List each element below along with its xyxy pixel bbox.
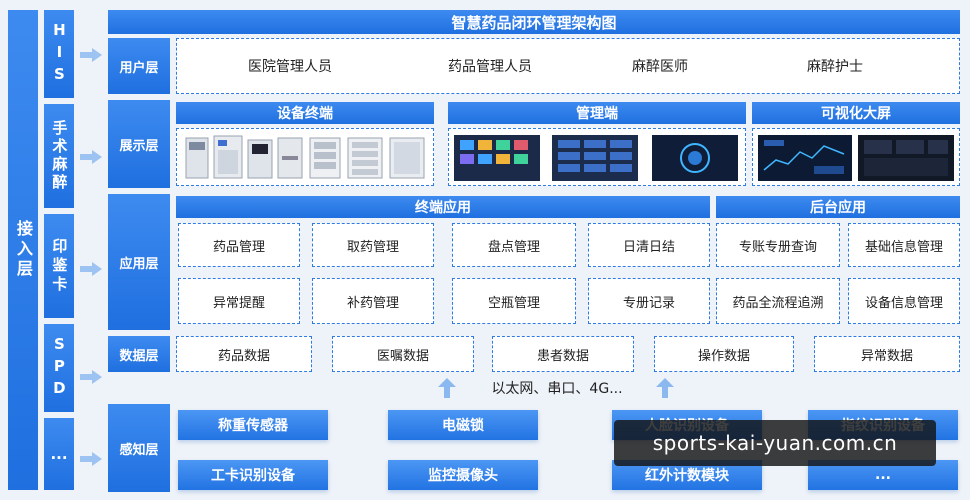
sensor-item: 工卡识别设备 [178,460,328,490]
management-screens-image [454,135,738,181]
layer-app-label: 应用层 [119,256,159,272]
layer-app: 应用层 [108,194,170,330]
system-his: HIS [44,10,74,98]
layer-display-label: 展示层 [119,138,159,154]
data-item: 患者数据 [492,336,634,372]
sensor-item: 称重传感器 [178,410,328,440]
display-header-devices: 设备终端 [176,102,434,124]
app-item: 药品管理 [178,223,300,267]
layer-user: 用户层 [108,38,170,94]
up-arrow-icon [656,378,674,398]
app-header-backend-label: 后台应用 [810,200,866,216]
user-item: 医院管理人员 [248,59,332,75]
app-item: 基础信息管理 [848,223,960,267]
layer-data: 数据层 [108,336,170,372]
access-layer: 接入层 [8,10,38,490]
diagram-title: 智慧药品闭环管理架构图 [451,13,617,32]
app-item: 专账专册查询 [716,223,840,267]
layer-perception-label: 感知层 [119,442,159,458]
up-arrow-icon [438,378,456,398]
device-terminal-images [176,128,434,186]
title-bar: 智慧药品闭环管理架构图 [108,10,960,34]
sensor-item: 监控摄像头 [388,460,538,490]
chevron-right-icon [80,452,102,466]
layer-display: 展示层 [108,100,170,188]
system-more-label: ... [50,444,68,463]
display-header-bigscreen: 可视化大屏 [752,102,960,124]
system-anesthesia: 手术麻醉 [44,104,74,208]
app-header-terminal: 终端应用 [176,196,710,218]
display-header-management-label: 管理端 [576,106,618,122]
system-seal-card: 印鉴卡 [44,214,74,318]
bigscreen-images [752,128,960,186]
user-item: 药品管理人员 [448,59,532,75]
bigscreen-image [758,135,954,181]
app-item: 空瓶管理 [452,278,576,324]
display-header-bigscreen-label: 可视化大屏 [821,106,891,122]
user-layer-box [176,38,960,94]
chevron-right-icon [80,48,102,62]
system-spd: SPD [44,324,74,412]
layer-user-label: 用户层 [119,60,159,76]
system-seal-card-label: 印鉴卡 [50,237,69,295]
access-layer-label: 接入层 [14,220,33,280]
data-item: 异常数据 [814,336,960,372]
management-screens [448,128,746,186]
watermark-text: sports-kai-yuan.com.cn [652,431,898,455]
app-header-terminal-label: 终端应用 [415,200,471,216]
system-anesthesia-label: 手术麻醉 [50,120,69,192]
system-his-label: HIS [50,21,69,87]
system-more: ... [44,418,74,490]
system-spd-label: SPD [50,335,69,401]
display-header-management: 管理端 [448,102,746,124]
data-item: 医嘱数据 [332,336,474,372]
app-item: 日清日结 [588,223,710,267]
app-item: 取药管理 [312,223,434,267]
user-item: 麻醉护士 [807,59,863,75]
network-label: 以太网、串口、4G... [491,381,623,397]
user-item: 麻醉医师 [632,59,688,75]
data-item: 操作数据 [654,336,794,372]
device-cabinets-image [185,135,425,179]
app-item: 药品全流程追溯 [716,278,840,324]
display-header-devices-label: 设备终端 [277,106,333,122]
app-item: 设备信息管理 [848,278,960,324]
layer-perception: 感知层 [108,404,170,492]
app-header-backend: 后台应用 [716,196,960,218]
watermark: sports-kai-yuan.com.cn [614,420,936,466]
chevron-right-icon [80,150,102,164]
sensor-item: 电磁锁 [388,410,538,440]
app-item: 专册记录 [588,278,710,324]
app-item: 异常提醒 [178,278,300,324]
chevron-right-icon [80,262,102,276]
app-item: 补药管理 [312,278,434,324]
chevron-right-icon [80,370,102,384]
layer-data-label: 数据层 [119,348,159,364]
data-item: 药品数据 [176,336,312,372]
app-item: 盘点管理 [452,223,576,267]
